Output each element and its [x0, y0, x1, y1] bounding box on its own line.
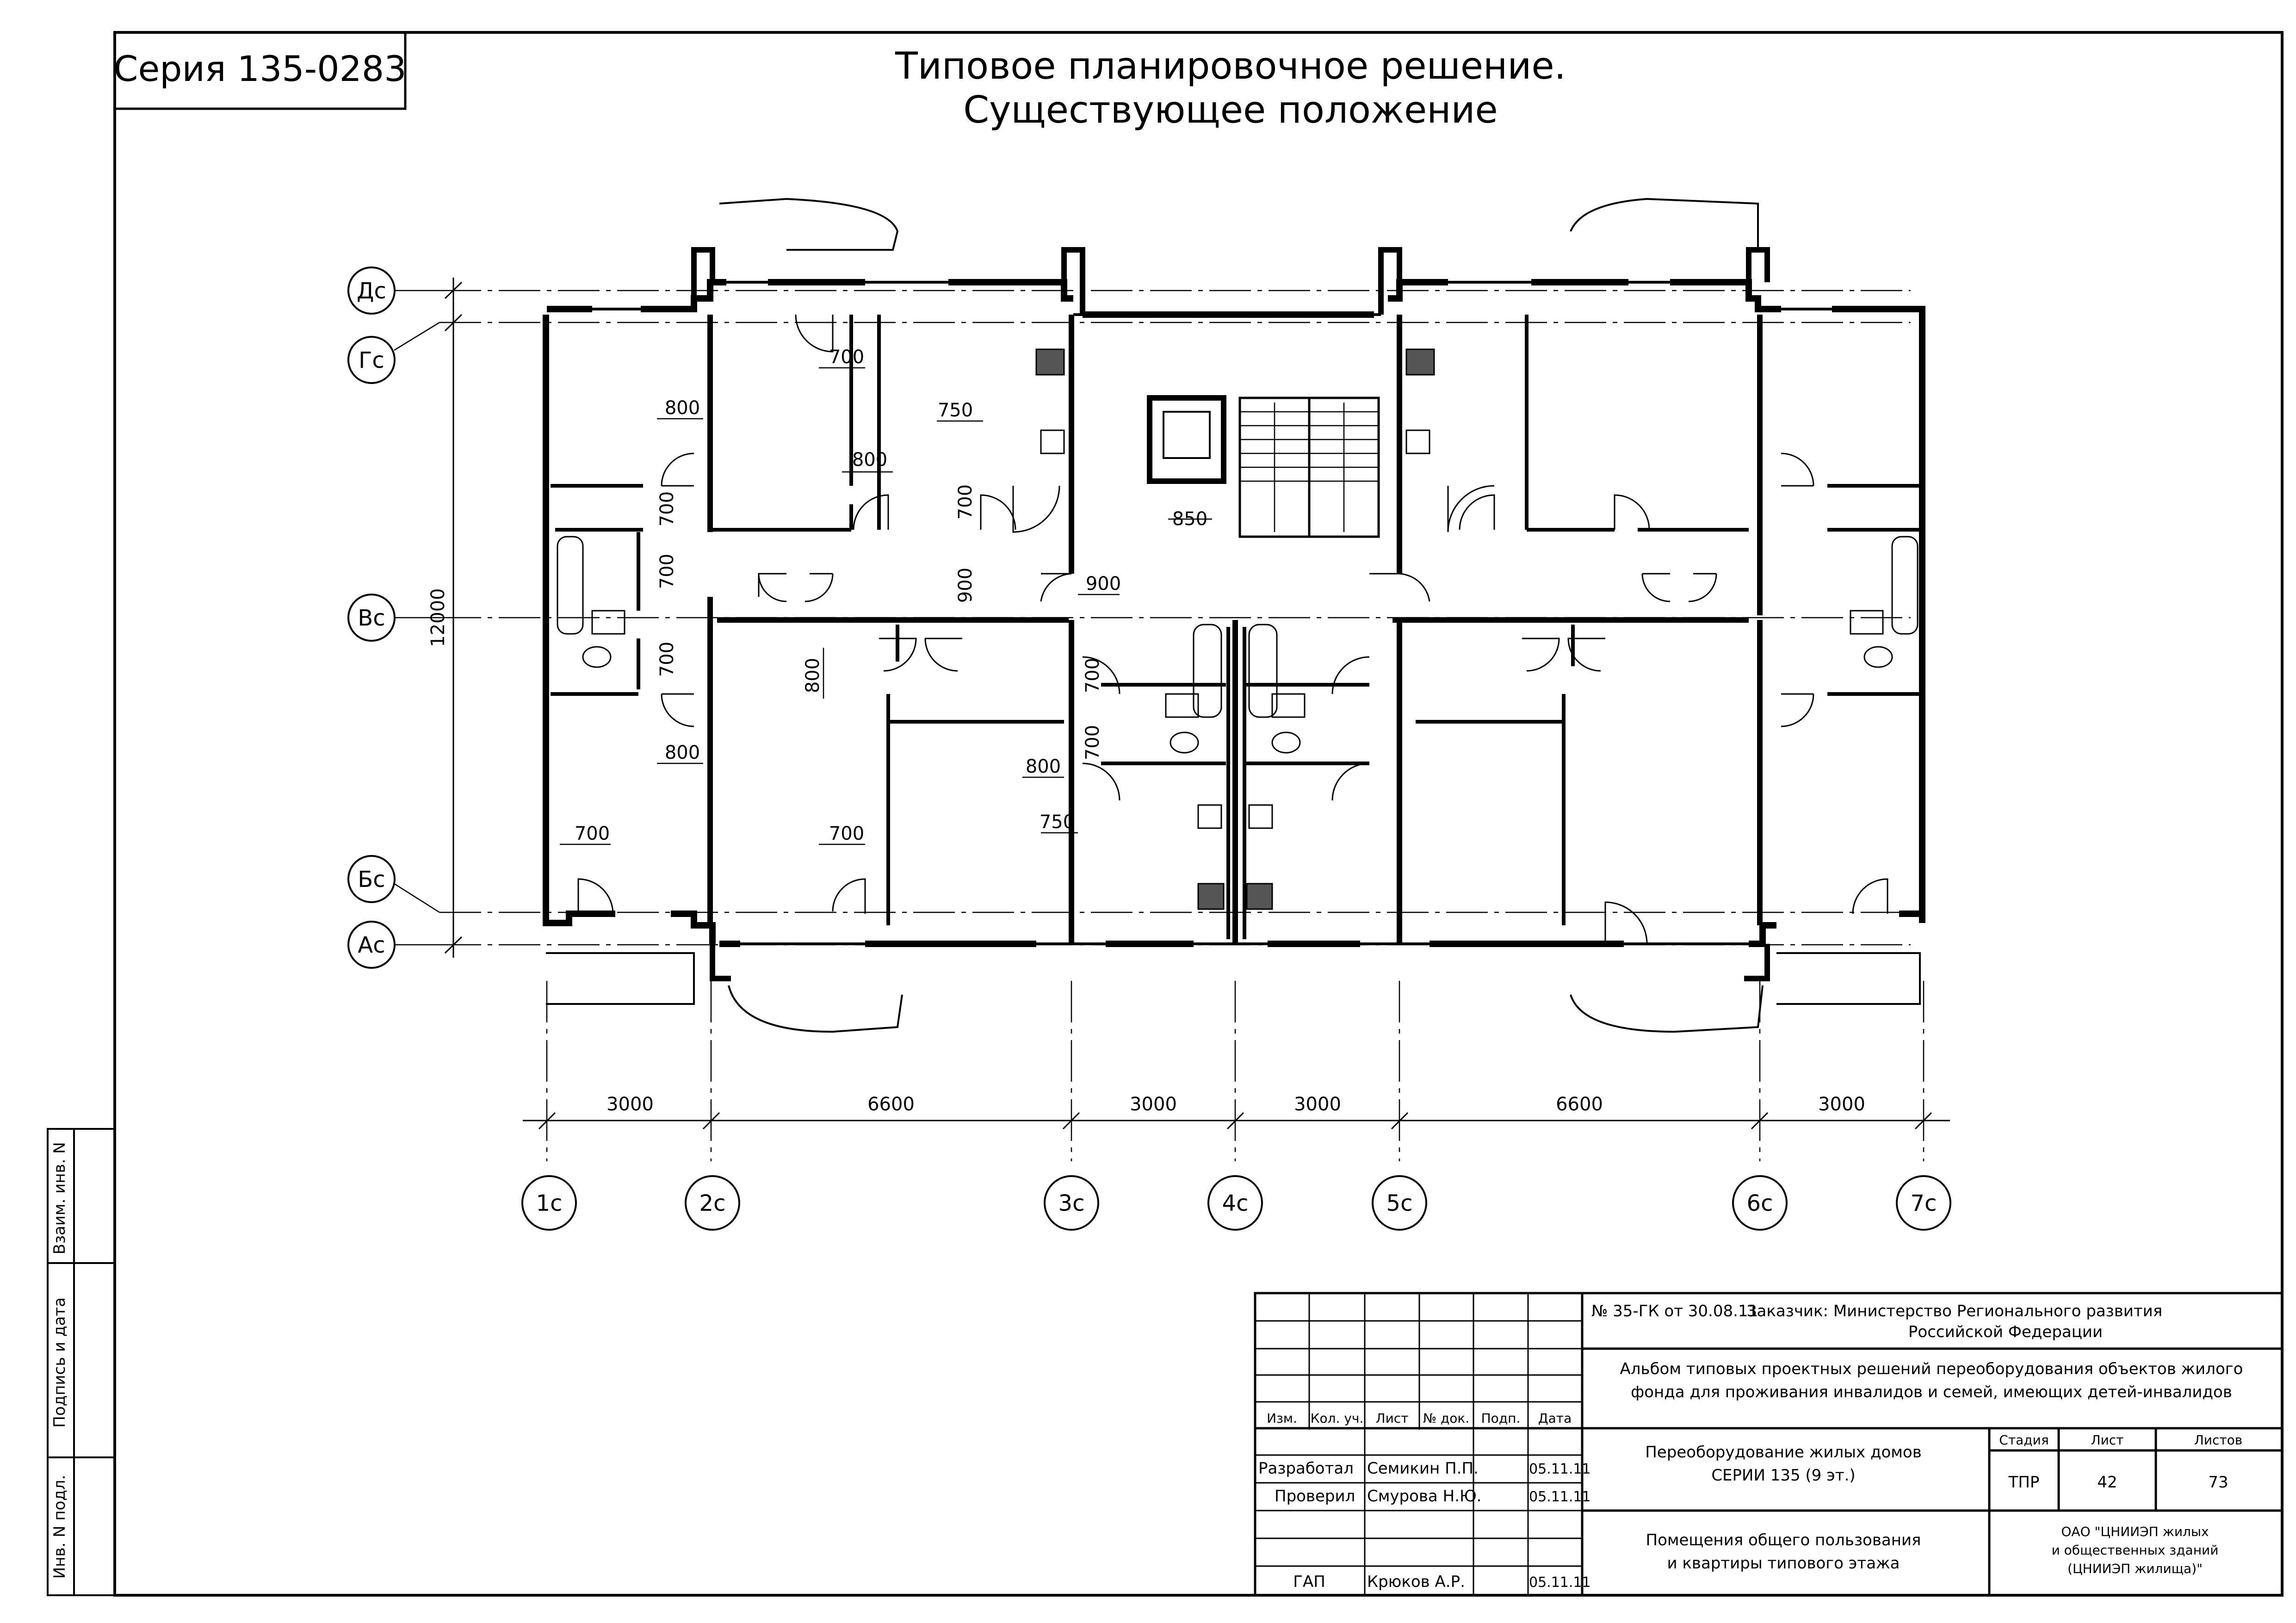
- bottom-dimension-line: [523, 1112, 1950, 1130]
- tb-sheet-no: 42: [2097, 1473, 2117, 1492]
- sheet-frame: [113, 31, 2284, 1597]
- axis-label-D: Дс: [357, 278, 386, 304]
- axis-label-5: 5с: [1386, 1190, 1413, 1216]
- sheet-title-line1: Типовое планировочное решение.: [895, 44, 1566, 87]
- tb-building-line2: СЕРИИ 135 (9 эт.): [1711, 1466, 1855, 1485]
- side-stamp-signature-date: Подпись и дата: [50, 1297, 69, 1428]
- tb-sheet-line2: и квартиры типового этажа: [1667, 1554, 1900, 1573]
- tb-sheets-total: 73: [2208, 1473, 2228, 1492]
- door-swings: [577, 314, 1888, 944]
- sheet-title-line2: Существующее положение: [963, 88, 1498, 131]
- tb-col-list: Лист: [1376, 1411, 1409, 1426]
- tb-name-checked: Смурова Н.Ю.: [1367, 1487, 1481, 1505]
- row-axis-bubbles: [347, 266, 396, 969]
- dim-750-b: 750: [1040, 812, 1075, 833]
- column-axis-bubbles: [521, 1175, 1951, 1231]
- dim-800-c: 800: [665, 742, 700, 763]
- tb-col-kol: Кол. уч.: [1311, 1411, 1364, 1426]
- title-block-lines: [1254, 1292, 2284, 1597]
- tb-col-podp: Подп.: [1481, 1411, 1521, 1426]
- tb-org-line3: (ЦНИИЭП жилища)": [2067, 1561, 2203, 1576]
- left-dimension-line: [444, 278, 463, 958]
- dim-900-a: 900: [1086, 573, 1121, 595]
- inner-dimension-marks: [560, 367, 1212, 845]
- tb-role-developed: Разработал: [1258, 1459, 1354, 1478]
- dim-700-d: 700: [656, 554, 678, 589]
- tb-customer-line1: Заказчик: Министерство Регионального раз…: [1747, 1302, 2162, 1320]
- dim-700-b: 700: [955, 484, 976, 520]
- tb-col-doc: № док.: [1423, 1411, 1469, 1426]
- dim-800-e: 800: [1026, 756, 1061, 777]
- tb-album-line1: Альбом типовых проектных решений переобо…: [1620, 1360, 2243, 1378]
- tb-sheets-header: Листов: [2194, 1432, 2243, 1448]
- axis-label-4: 4с: [1222, 1190, 1249, 1216]
- tb-date-gap: 05.11.11: [1529, 1574, 1591, 1591]
- axis-label-B: Бс: [358, 867, 385, 892]
- stove-tiles: [1035, 348, 1435, 910]
- dim-700-c: 700: [656, 491, 678, 527]
- tb-name-gap: Крюков А.Р.: [1367, 1573, 1465, 1591]
- tb-col-date: Дата: [1538, 1411, 1572, 1426]
- tb-contract: № 35-ГК от 30.08.11: [1591, 1302, 1758, 1320]
- tb-building-line1: Переоборудование жилых домов: [1645, 1443, 1922, 1462]
- tb-sheet-line1: Помещения общего пользования: [1646, 1531, 1921, 1549]
- span-4-5: 3000: [1294, 1094, 1341, 1115]
- span-6-7: 3000: [1818, 1094, 1865, 1115]
- dim-700-i: 700: [1082, 725, 1103, 760]
- overall-height-dimension: 12000: [427, 588, 449, 647]
- tb-stage-header: Стадия: [1999, 1432, 2048, 1448]
- axis-label-6: 6с: [1747, 1190, 1773, 1216]
- dim-800-a: 800: [665, 397, 700, 419]
- dim-700-h: 700: [1082, 658, 1103, 693]
- tb-org-line1: ОАО "ЦНИИЭП жилых: [2061, 1524, 2209, 1539]
- tb-name-developed: Семикин П.П.: [1367, 1459, 1479, 1478]
- side-stamp: [47, 1128, 116, 1596]
- loggia-outlines: [546, 198, 1921, 1033]
- axis-label-7: 7с: [1911, 1190, 1937, 1216]
- tb-org-line2: и общественных зданий: [2052, 1542, 2219, 1558]
- building-walls: [543, 247, 1925, 981]
- dim-900-b: 900: [955, 568, 976, 603]
- dim-700-f: 700: [575, 823, 610, 844]
- span-2-3: 6600: [867, 1094, 915, 1115]
- side-stamp-inventory-exchange: Взаим. инв. N: [50, 1142, 69, 1254]
- title-block-grid: [1255, 1293, 1582, 1595]
- axis-label-G: Гс: [359, 347, 384, 373]
- row-axis-leaders: [394, 290, 440, 946]
- sanitary-fixtures: [557, 429, 1918, 829]
- axis-label-V: Вс: [358, 605, 385, 631]
- dim-800-b: 800: [852, 449, 887, 471]
- tb-date-checked: 05.11.11: [1529, 1489, 1591, 1505]
- dim-700-a: 700: [829, 347, 864, 368]
- axis-label-3: 3с: [1058, 1190, 1085, 1216]
- series-label: Серия 135-0283: [113, 48, 406, 89]
- dim-800-d: 800: [802, 658, 823, 693]
- dim-700-g: 700: [829, 823, 864, 844]
- tb-album-line2: фонда для проживания инвалидов и семей, …: [1631, 1383, 2232, 1401]
- span-5-6: 6600: [1556, 1094, 1603, 1115]
- dim-700-e: 700: [656, 642, 678, 677]
- span-3-4: 3000: [1130, 1094, 1177, 1115]
- tb-col-izm: Изм.: [1267, 1411, 1297, 1426]
- axis-label-A: Ас: [358, 932, 385, 958]
- dim-850: 850: [1172, 508, 1207, 530]
- dim-750-a: 750: [938, 400, 973, 421]
- tb-sheet-header: Лист: [2091, 1432, 2124, 1448]
- tb-date-developed: 05.11.11: [1529, 1461, 1591, 1477]
- axis-label-1: 1с: [536, 1190, 563, 1216]
- tb-stage: ТПР: [2008, 1473, 2040, 1492]
- tb-customer-line2: Российской Федерации: [1908, 1323, 2103, 1341]
- tb-role-gap: ГАП: [1293, 1573, 1325, 1591]
- span-1-2: 3000: [606, 1094, 654, 1115]
- tb-role-checked: Проверил: [1275, 1487, 1355, 1505]
- axis-label-2: 2с: [699, 1190, 726, 1216]
- side-stamp-inventory-original: Инв. N подл.: [50, 1475, 69, 1579]
